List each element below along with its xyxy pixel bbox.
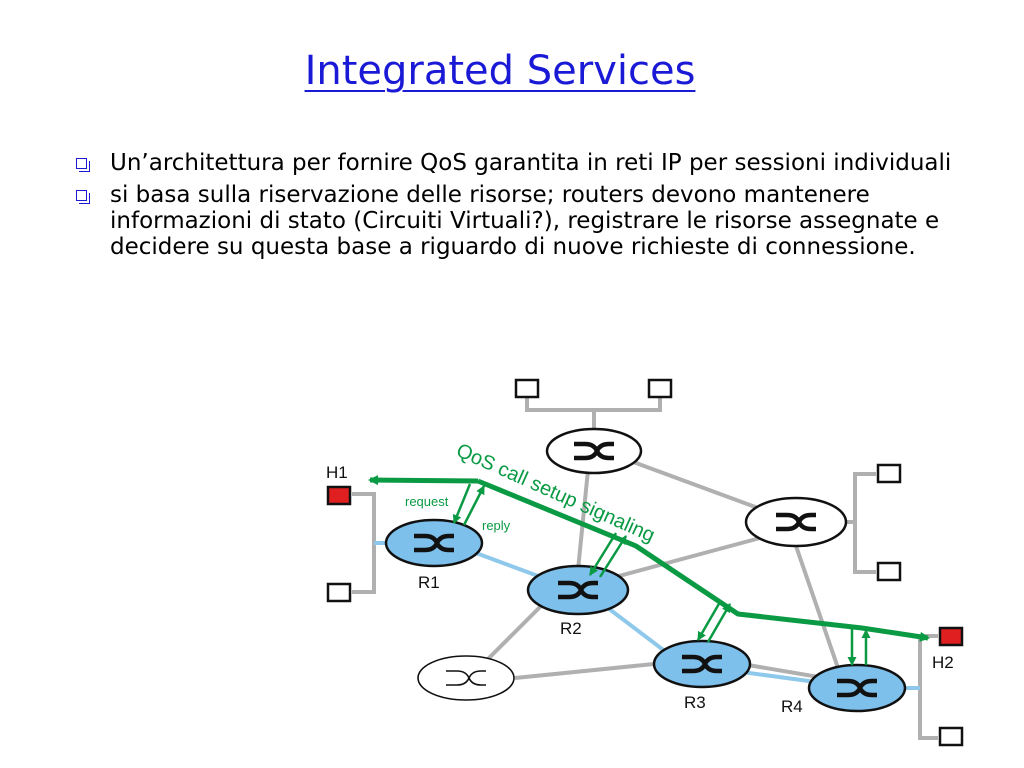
checkbox-bullet-icon (76, 190, 90, 204)
link-r2-r3 (598, 600, 668, 654)
router-icon (526, 564, 630, 616)
link-top-hosts (525, 392, 662, 412)
request-arrow (696, 601, 722, 641)
router-left-light (417, 655, 515, 701)
link-right-r2 (603, 536, 761, 582)
bullet-list: Un’architettura per fornire QoS garantit… (72, 150, 952, 266)
bullet-text: Un’architettura per fornire QoS garantit… (110, 150, 952, 176)
reply-label: reply (482, 518, 511, 533)
link-r1-r2 (475, 551, 539, 578)
link-right-r4 (794, 545, 840, 669)
link-left-r3 (514, 662, 655, 680)
router-icon (744, 496, 848, 548)
reply-arrow (598, 535, 628, 578)
router-r2 (526, 564, 630, 616)
router-right (744, 496, 848, 548)
checkbox-bullet-icon (76, 158, 90, 172)
host-icon (326, 582, 352, 603)
link-r3-r4 (741, 670, 817, 684)
request-arrow (452, 483, 472, 524)
router-icon (807, 663, 907, 713)
host-h1-label: H1 (326, 463, 348, 482)
request-label: request (405, 494, 449, 509)
router-r3-label: R3 (684, 693, 706, 712)
link-top-right (627, 458, 759, 510)
request-arrow (588, 532, 618, 576)
bullet-text: si basa sulla riservazione delle risorse… (110, 182, 940, 260)
link-top-r2 (576, 469, 590, 571)
router-icon (384, 518, 484, 568)
router-r4-label: R4 (781, 697, 803, 716)
host-icon (514, 378, 540, 399)
signaling-path-to-h1 (368, 475, 479, 486)
host-icon (876, 561, 902, 582)
idle-hosts (326, 378, 964, 747)
router-top (545, 427, 643, 475)
host-h2-icon (938, 626, 964, 647)
signal-arrows (452, 483, 871, 666)
host-h2-label: H2 (932, 653, 954, 672)
host-icon (647, 378, 673, 399)
link-h2-lower (918, 634, 938, 740)
reply-arrow (706, 603, 732, 643)
reply-arrow (462, 485, 486, 526)
host-h1-icon (326, 485, 352, 506)
host-icon (938, 726, 964, 747)
router-icon (417, 655, 515, 701)
link-h1-lower (352, 492, 376, 594)
router-icon (545, 427, 643, 475)
router-r1-label: R1 (418, 573, 440, 592)
host-icon (876, 463, 902, 484)
bullet-item: Un’architettura per fornire QoS garantit… (72, 150, 952, 176)
link-r2-left (483, 600, 547, 664)
signaling-path (477, 478, 930, 642)
router-icon (652, 639, 752, 689)
router-r1 (384, 518, 484, 568)
router-r4 (807, 663, 907, 713)
router-r3 (652, 639, 752, 689)
slide-title: Integrated Services (304, 48, 696, 94)
router-r2-label: R2 (560, 619, 582, 638)
blue-links (374, 541, 920, 690)
bullet-item: si basa sulla riservazione delle risorse… (72, 182, 952, 260)
